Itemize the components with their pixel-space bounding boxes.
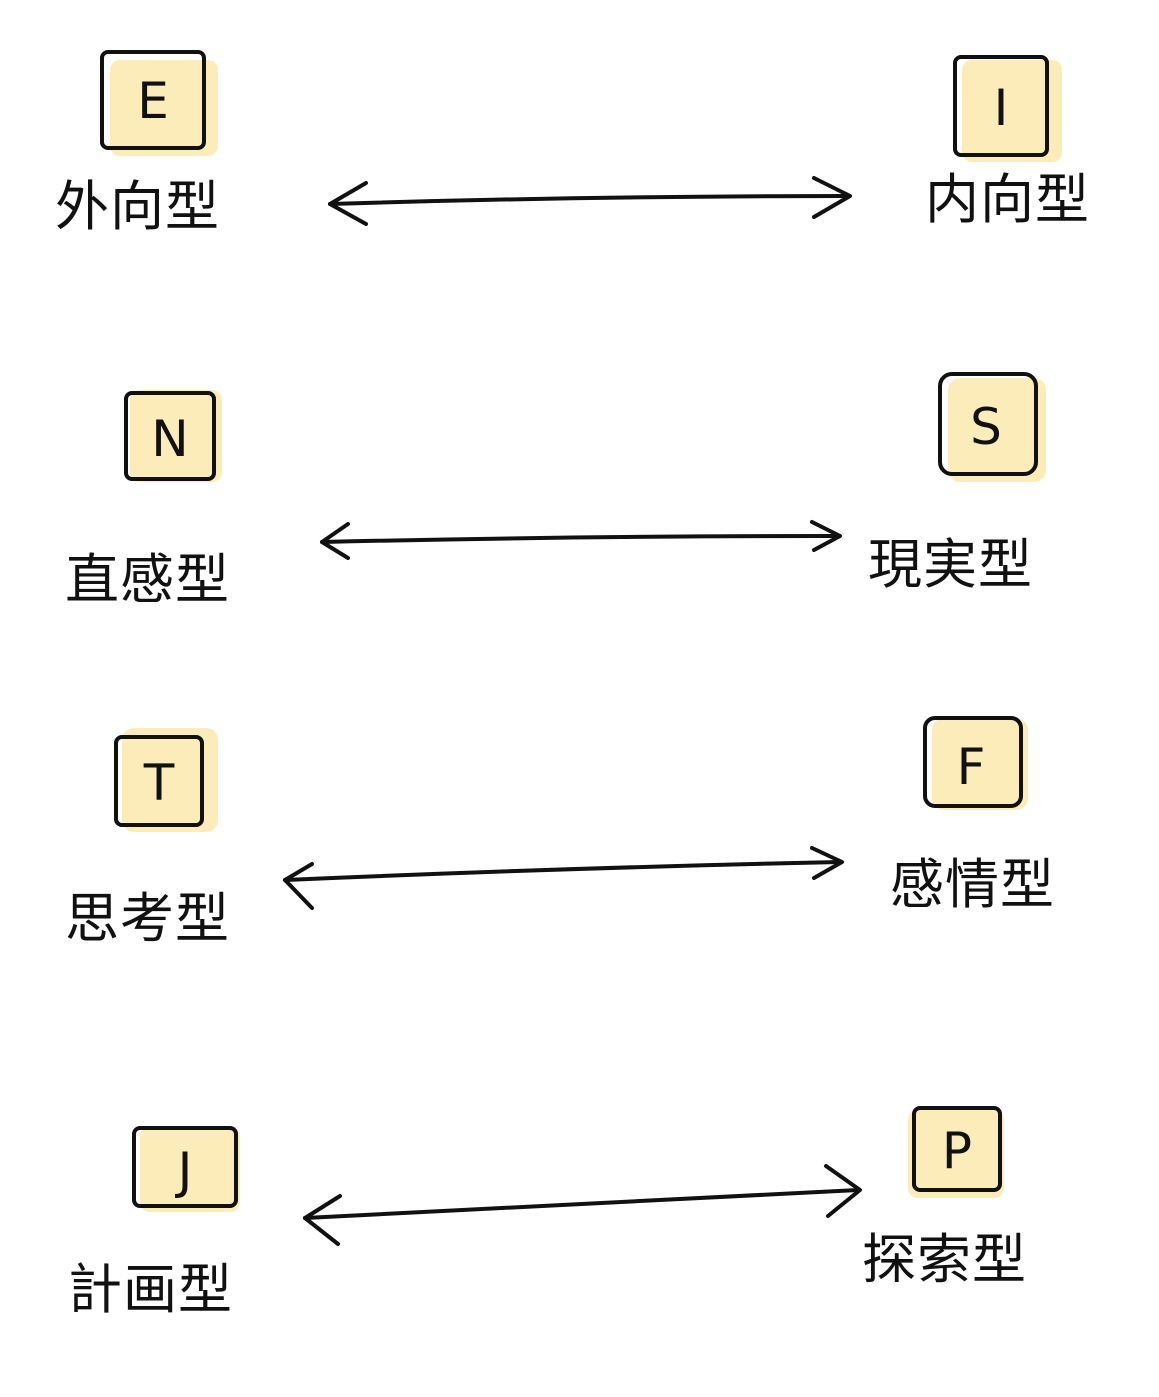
double-arrow-j-p [303,1164,862,1246]
letter-j: J [175,1142,193,1200]
highlight-s [948,378,1046,482]
letter-box-t: T [114,728,218,832]
double-arrow-n-s [320,520,842,560]
letter-e: E [137,72,169,130]
label-introverted: 内向型 [925,168,1090,231]
label-sensing: 現実型 [868,533,1033,596]
letter-box-i: I [953,55,1062,162]
pair-e-i: E 外向型 I 内向型 [55,50,1090,238]
letter-s: S [970,398,1002,456]
double-arrow-e-i [328,176,852,226]
highlight-n [130,390,222,482]
letter-box-s: S [938,372,1046,482]
label-perceiving: 探索型 [862,1228,1027,1291]
highlight-t [122,728,218,832]
highlight-p [908,1110,1004,1198]
letter-box-p: P [908,1106,1004,1198]
letter-box-j: J [132,1126,240,1212]
pair-j-p: J 計画型 P 探索型 [68,1106,1027,1321]
letter-box-f: F [923,716,1028,810]
label-extraverted: 外向型 [55,175,220,238]
label-judging: 計画型 [68,1258,233,1321]
letter-f: F [957,738,986,796]
pair-t-f: T 思考型 F 感情型 [65,716,1055,950]
pair-n-s: N 直感型 S 現実型 [65,372,1046,611]
highlight-f [932,718,1028,810]
label-intuitive: 直感型 [65,548,230,611]
label-feeling: 感情型 [890,853,1055,916]
letter-box-e: E [100,50,218,156]
letter-i: I [994,79,1009,137]
label-thinking: 思考型 [65,887,230,950]
highlight-e [110,60,218,156]
double-arrow-t-f [283,846,844,910]
highlight-i [962,60,1062,162]
letter-p: P [942,1122,972,1180]
letter-t: T [143,754,175,812]
letter-box-n: N [124,390,222,482]
highlight-j [140,1126,240,1212]
letter-n: N [151,410,188,468]
